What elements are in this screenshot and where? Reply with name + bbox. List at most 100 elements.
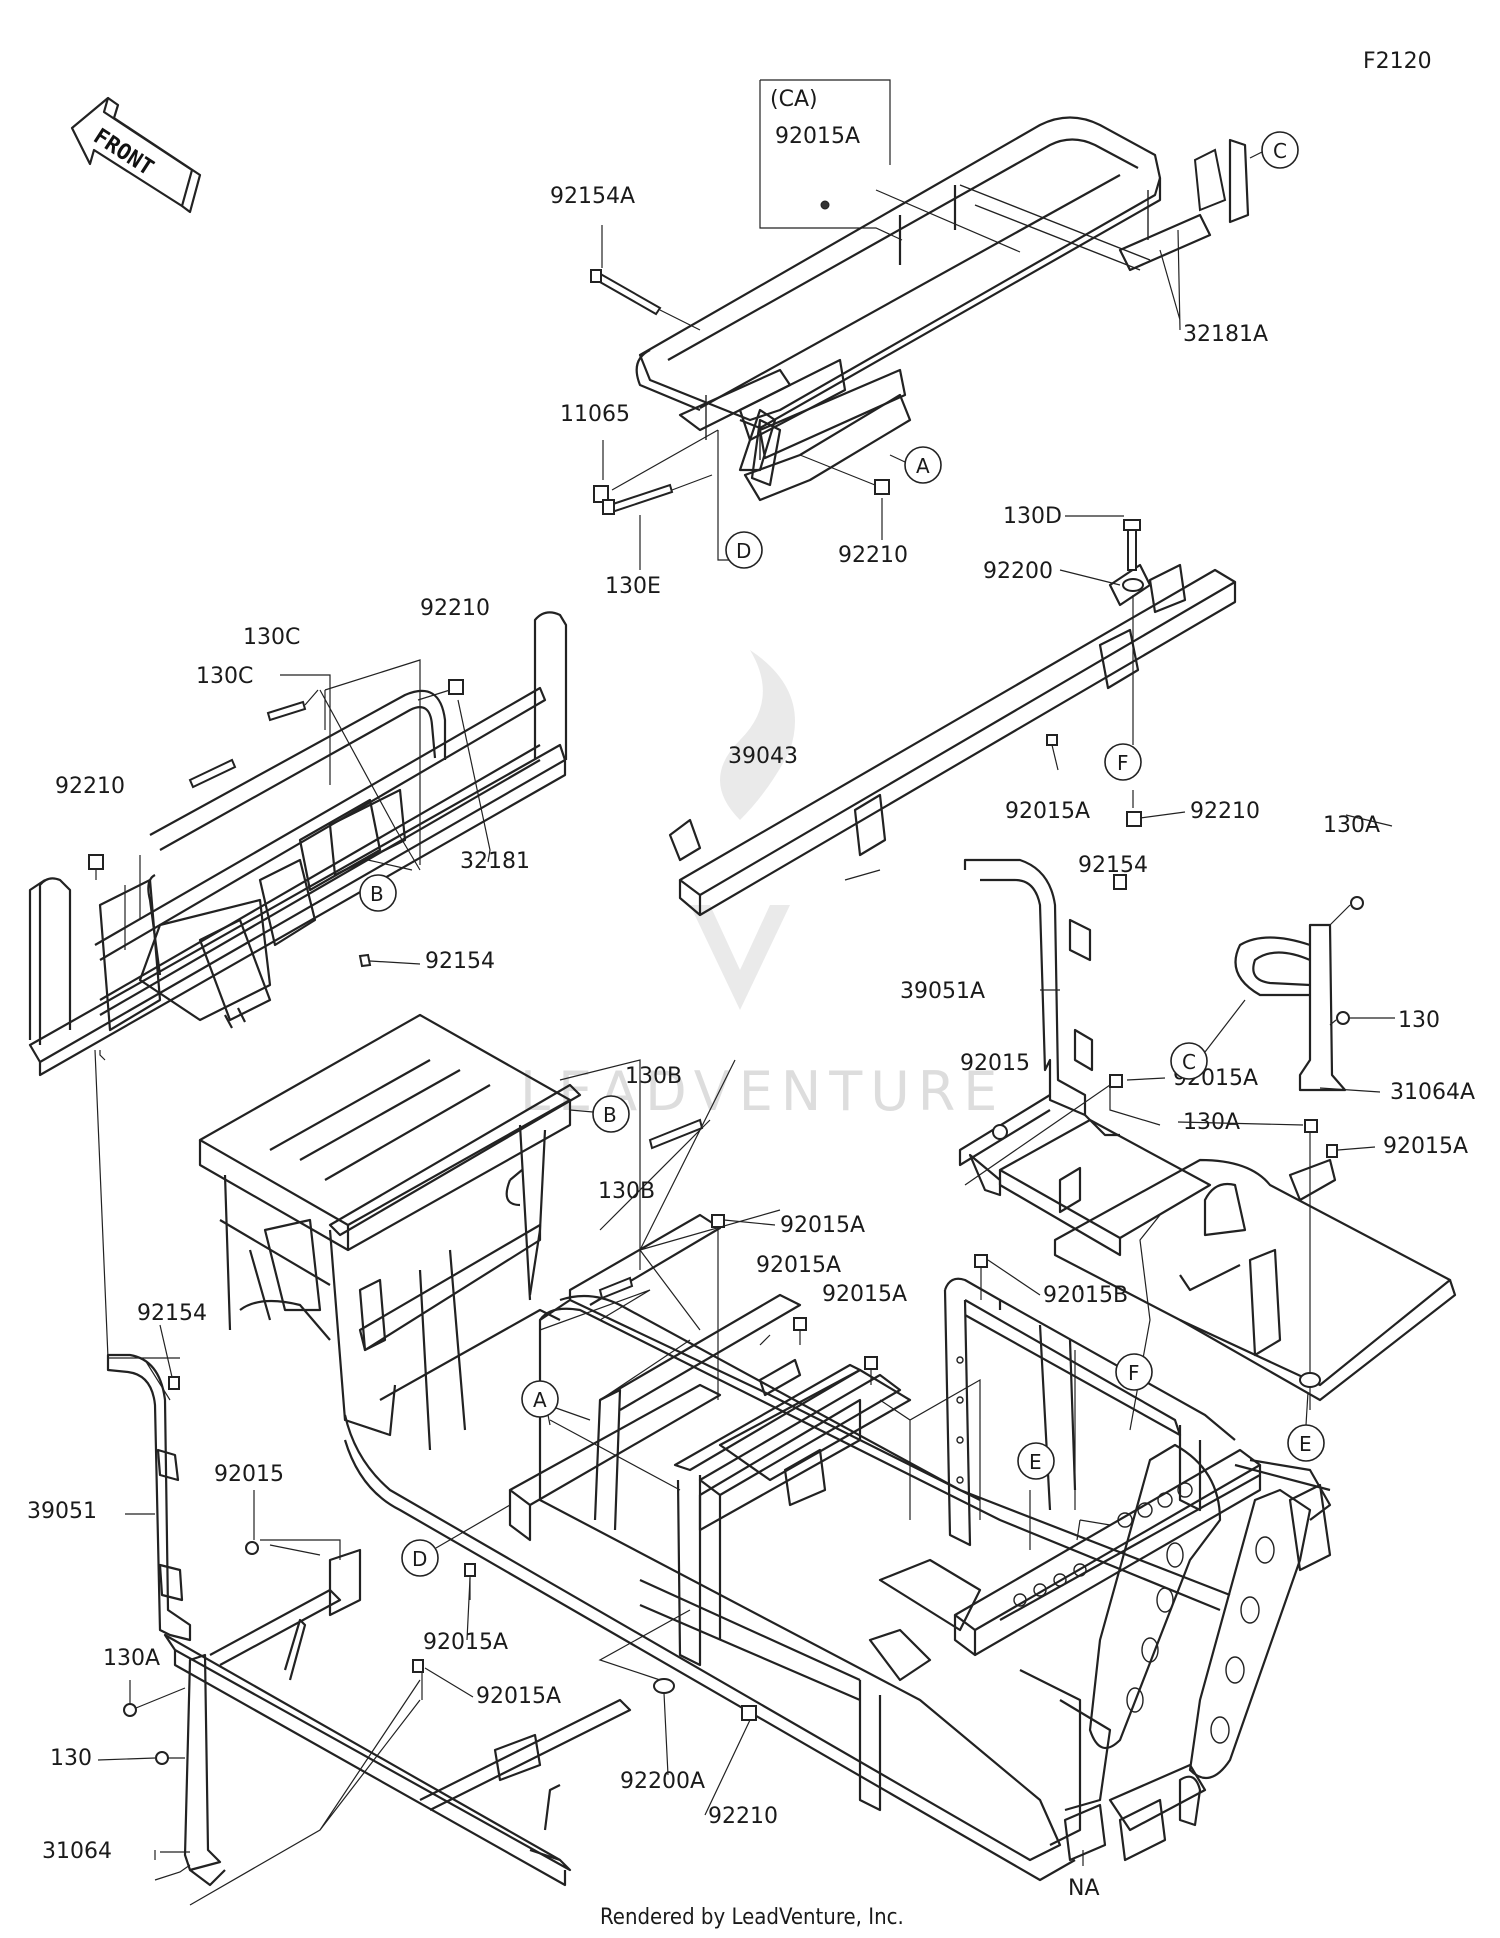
callout-A-top [904,446,942,484]
fasteners-center [144,953,1161,1721]
bolt-130A-left [123,1703,137,1717]
label-92015A-bot2: 92015A [476,1684,561,1709]
bolt-130C-a [266,700,307,722]
skid-plate [1053,1158,1457,1402]
label-92154A: 92154A [550,184,635,209]
bolt-92015A-c2 [793,1317,807,1331]
cargo-rack-32181A [635,116,1250,502]
callout-D-top [725,531,763,569]
label-32181A: 32181A [1183,322,1268,347]
callout-E-frame [1017,1442,1055,1480]
label-130B-a: 130B [625,1064,682,1089]
label-130A-right: 130A [1323,813,1380,838]
bolt-92015A-bot [464,1563,476,1577]
label-31064: 31064 [42,1839,112,1864]
label-92015-right: 92015 [960,1051,1030,1076]
label-39051A: 39051A [900,979,985,1004]
bolt-92015A-r1 [1109,1074,1123,1088]
strut-39051 [106,1353,632,1887]
callout-F-frame [1115,1353,1153,1391]
guard-31064 [123,1653,226,1887]
bolt-head [602,499,615,515]
washer-92200A [653,1678,675,1694]
label-92154-center: 92154 [425,949,495,974]
callout-C-top [1261,131,1299,169]
label-92015A-c1: 92015A [780,1213,865,1238]
callout-F-top-text: F [1117,751,1129,775]
nut-92210-beam [1126,811,1142,827]
label-92154-right: 92154 [1078,853,1148,878]
label-130-right: 130 [1398,1008,1440,1033]
bolt-92015A-bot2 [412,1659,424,1673]
strut-39051A [958,858,1212,1257]
label-32181: 32181 [460,849,530,874]
label-92015A-bot: 92015A [423,1630,508,1655]
bolt-130B-a [648,1118,704,1150]
fasteners-left [88,679,464,880]
bolt-92015A-c1 [711,1214,725,1228]
bolt-130-right [1336,1011,1350,1025]
bolt-92015B [974,1254,988,1268]
label-92154-left: 92154 [137,1301,207,1326]
callout-B-frame-text: B [603,1103,617,1127]
callout-C-top-text: C [1273,139,1287,163]
fasteners-right [992,874,1338,1410]
label-92210-left: 92210 [55,774,125,799]
nut-92015-left [245,1541,259,1555]
bracket-part: 92015A [775,124,860,149]
label-92210-beam: 92210 [1190,799,1260,824]
callout-A-frame-text: A [533,1388,547,1412]
callout-A-frame [521,1380,559,1418]
bolt-130E [608,483,674,514]
bolt-92015A-c3 [864,1356,878,1370]
label-92015A-c3: 92015A [822,1282,907,1307]
callout-B-mid [359,874,397,912]
bolt-130-left [155,1751,169,1765]
bracket-ca: (CA) 92015A [759,79,1021,253]
label-39051: 39051 [27,1499,97,1524]
callout-E-right-text: E [1299,1432,1312,1456]
bolt-92154-right [1113,874,1127,890]
label-92015A-r2: 92015A [1383,1134,1468,1159]
label-31064A: 31064A [1390,1080,1475,1105]
label-NA: NA [1068,1876,1100,1901]
label-130C-b: 130C [196,664,253,689]
bolt-head [590,269,602,283]
label-leaders [97,229,1395,1866]
label-11065: 11065 [560,402,630,427]
nut-92210-top [874,479,890,495]
callout-F-frame-text: F [1128,1361,1140,1385]
label-130E: 130E [605,574,661,599]
bolt-92015A-beam [1046,734,1058,746]
bolt-92154A [591,270,662,316]
label-130-left: 130 [50,1746,92,1771]
nut-92015-right [992,1124,1008,1140]
figure-id: F2120 [1363,49,1432,74]
callout-C-right-text: C [1182,1050,1196,1074]
label-92200: 92200 [983,559,1053,584]
bolt-130A-right [1350,896,1364,910]
callout-markers: C A D F B B C E A D E F [359,131,1325,1577]
nut-92210-left [88,854,104,870]
bolt-130C-b [188,758,237,789]
callout-C-right [1170,1042,1208,1080]
label-92210-top: 92210 [838,543,908,568]
washer [1299,1372,1321,1388]
bolt-92154-left [168,1376,180,1390]
footer-credit: Rendered by LeadVenture, Inc. [600,1905,904,1930]
callout-D-top-text: D [736,539,751,563]
label-92015-left: 92015 [214,1462,284,1487]
bolt-shank [1127,529,1137,571]
bracket-code: (CA) [770,87,818,112]
main-frame [198,1013,1332,1882]
label-92015A-c2: 92015A [756,1253,841,1278]
callout-F-top [1104,743,1142,781]
washer-92200 [1122,578,1144,592]
callout-B-mid-text: B [370,882,384,906]
label-130A-left: 130A [103,1646,160,1671]
bolt-130B-b [598,1276,634,1300]
watermark-logo: LEADVENTURE [520,650,997,1123]
part-labels: 92154A 32181A 11065 130E 92210 130D 9220… [27,184,1475,1901]
